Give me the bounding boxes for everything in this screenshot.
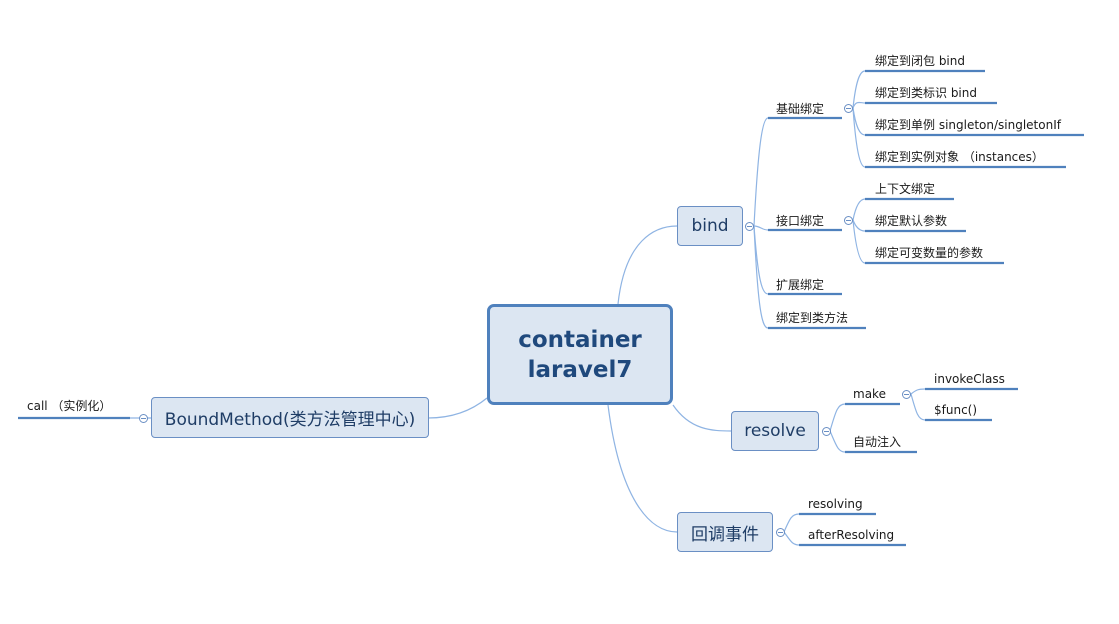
- auto-inject-topic[interactable]: 自动注入: [853, 435, 902, 449]
- bind-node-label: bind: [691, 216, 729, 236]
- resolve-node[interactable]: resolve: [731, 411, 819, 451]
- interface-bind-topic[interactable]: 接口绑定: [776, 214, 825, 228]
- connector-bind-basic: [753, 117, 769, 227]
- basic-bind-topic[interactable]: 基础绑定: [776, 102, 825, 116]
- connector-basic-1: [852, 70, 866, 109]
- method-bind-topic[interactable]: 绑定到类方法: [776, 311, 849, 325]
- callback-node[interactable]: 回调事件: [677, 512, 773, 552]
- resolve-node-label: resolve: [744, 421, 806, 441]
- connector-basic-4: [852, 107, 866, 168]
- extend-bind-topic[interactable]: 扩展绑定: [776, 278, 825, 292]
- collapse-icon[interactable]: [822, 427, 831, 436]
- connector-root-bind: [617, 225, 678, 305]
- make-item[interactable]: $func(): [934, 403, 978, 417]
- collapse-icon[interactable]: [745, 222, 754, 231]
- collapse-icon[interactable]: [844, 104, 853, 113]
- connector-interface-2: [852, 219, 866, 232]
- connector-root-resolve: [672, 404, 732, 432]
- connector-callback-1: [783, 513, 800, 533]
- connector-make-2: [910, 393, 926, 421]
- collapse-icon[interactable]: [776, 528, 785, 537]
- connector-root-callback: [607, 404, 678, 533]
- root-title-line1: container: [518, 326, 642, 353]
- call-topic[interactable]: call （实例化）: [27, 399, 112, 413]
- connector-resolve-make: [829, 403, 846, 432]
- connector-callback-2: [783, 531, 800, 546]
- bind-node[interactable]: bind: [677, 206, 743, 246]
- interface-bind-item[interactable]: 上下文绑定: [875, 182, 936, 196]
- basic-bind-item[interactable]: 绑定到实例对象 （instances）: [875, 150, 1044, 164]
- callback-item[interactable]: resolving: [808, 497, 863, 511]
- connector-interface-3: [852, 219, 866, 264]
- connector-bind-method: [753, 225, 769, 329]
- basic-bind-item[interactable]: 绑定到闭包 bind: [875, 54, 965, 68]
- callback-item[interactable]: afterResolving: [808, 528, 895, 542]
- connector-make-1: [910, 388, 926, 395]
- connector-interface-1: [852, 198, 866, 221]
- basic-bind-item[interactable]: 绑定到单例 singleton/singletonIf: [875, 118, 1061, 132]
- interface-bind-item[interactable]: 绑定可变数量的参数: [875, 246, 984, 260]
- bound-method-node-label: BoundMethod(类方法管理中心): [164, 410, 416, 430]
- connector-basic-2: [852, 101, 866, 109]
- basic-bind-item[interactable]: 绑定到类标识 bind: [875, 86, 977, 100]
- collapse-icon[interactable]: [139, 414, 148, 423]
- collapse-icon[interactable]: [902, 390, 911, 399]
- connector-bind-interface: [753, 225, 769, 231]
- make-topic[interactable]: make: [853, 387, 886, 401]
- make-item[interactable]: invokeClass: [934, 372, 1005, 386]
- collapse-icon[interactable]: [844, 216, 853, 225]
- interface-bind-item[interactable]: 绑定默认参数: [875, 214, 948, 228]
- root-title-line2: laravel7: [527, 356, 633, 383]
- connector-root-bound: [427, 397, 488, 419]
- connector-resolve-auto: [829, 430, 846, 453]
- root-node[interactable]: container laravel7: [487, 304, 673, 405]
- bound-method-node[interactable]: BoundMethod(类方法管理中心): [151, 397, 429, 438]
- callback-node-label: 回调事件: [691, 524, 759, 545]
